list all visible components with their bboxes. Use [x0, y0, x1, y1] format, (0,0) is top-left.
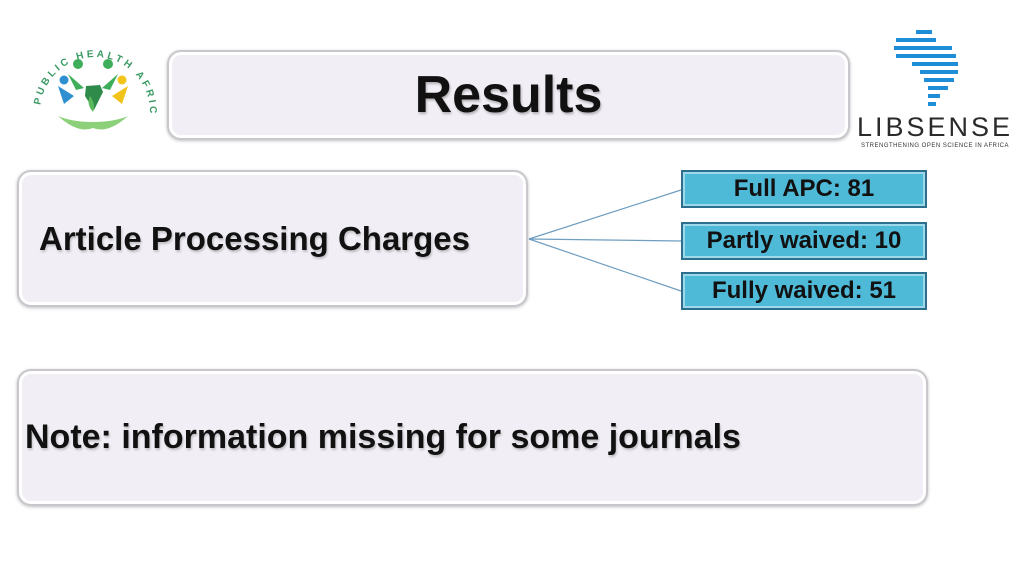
libsense-wordmark: LIBSENSE: [856, 112, 1014, 142]
apc-panel: Article Processing Charges: [17, 170, 528, 307]
public-health-africa-logo: PUBLIC HEALTH AFRICA: [23, 22, 158, 150]
stat-partly-waived: Partly waived: 10: [681, 222, 927, 260]
title-panel: Results: [167, 50, 850, 140]
africa-map-icon: [894, 30, 958, 106]
note-text: Note: information missing for some journ…: [25, 418, 741, 456]
connector-full-apc: [528, 189, 682, 240]
connector-partly-waived: [528, 238, 682, 242]
stat-full-apc: Full APC: 81: [681, 170, 927, 208]
libsense-tagline: STRENGTHENING OPEN SCIENCE IN AFRICA: [860, 143, 1010, 149]
apc-label: Article Processing Charges: [39, 219, 470, 257]
stat-fully-waived: Fully waived: 51: [681, 272, 927, 310]
note-panel: Note: information missing for some journ…: [17, 369, 928, 506]
connector-fully-waived: [528, 238, 682, 292]
libsense-logo: LIBSENSE STRENGTHENING OPEN SCIENCE IN A…: [856, 26, 1014, 156]
stat-label: Fully waived: 51: [711, 277, 897, 304]
stat-label: Full APC: 81: [733, 175, 875, 202]
stat-label: Partly waived: 10: [706, 227, 902, 254]
page-title: Results: [414, 66, 603, 124]
